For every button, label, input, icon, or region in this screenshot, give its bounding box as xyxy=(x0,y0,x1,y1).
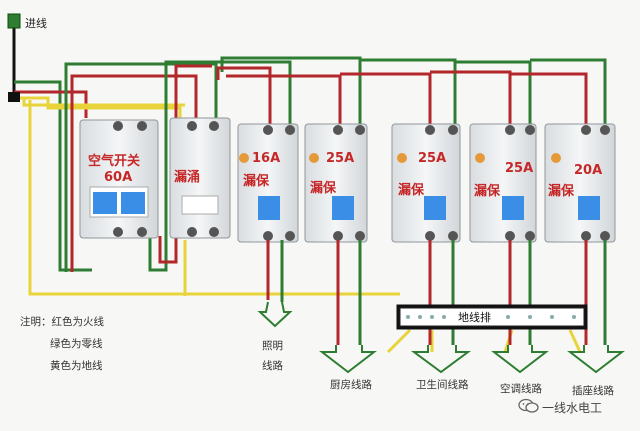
arrow-kitchen xyxy=(319,345,377,374)
brand-name: 一线水电工 xyxy=(542,401,603,415)
breaker-25a-kitchen-rating: 25A xyxy=(326,151,355,166)
circuit-lighting-line2: 线路 xyxy=(262,360,283,372)
note-red: 红色为火线 xyxy=(51,316,105,328)
breaker-16a-rating: 16A xyxy=(252,151,281,166)
breaker-20a-rating: 20A xyxy=(574,163,603,178)
main-breaker-rating: 60A xyxy=(104,170,133,185)
input-label: 进线 xyxy=(25,17,47,30)
circuit-socket: 插座线路 xyxy=(572,385,614,397)
circuit-aircon: 空调线路 xyxy=(500,383,542,395)
circuit-bathroom: 卫生间线路 xyxy=(416,379,469,391)
circuit-kitchen: 厨房线路 xyxy=(330,379,372,391)
ground-bar-label: 地线排 xyxy=(458,311,491,324)
notes-title: 注明： xyxy=(20,316,52,328)
main-breaker-label: 空气开关 xyxy=(88,154,141,169)
breaker-25a-bathroom-rating: 25A xyxy=(418,151,447,166)
breaker-25a-kitchen xyxy=(304,123,368,243)
circuit-lighting-line1: 照明 xyxy=(262,340,283,352)
earth-wires xyxy=(28,100,582,354)
ground-bar xyxy=(396,304,588,330)
breaker-25a-aircon-type: 漏保 xyxy=(474,184,501,199)
arrow-lighting xyxy=(257,301,293,328)
leak-surge-label: 漏涌 xyxy=(174,170,201,185)
output-arrows xyxy=(257,301,625,374)
breaker-main xyxy=(79,119,159,239)
input-wires xyxy=(12,25,185,272)
note-green: 绿色为零线 xyxy=(50,338,103,350)
breaker-leak-surge xyxy=(169,117,231,239)
arrow-socket xyxy=(567,345,625,374)
arrow-bathroom xyxy=(410,345,472,374)
breaker-25a-aircon xyxy=(469,123,537,243)
breaker-16a xyxy=(237,123,299,243)
breaker-25a-aircon-rating: 25A xyxy=(505,161,534,176)
legend-notes: 注明：红色为火线 绿色为零线 黄色为地线 xyxy=(20,311,104,377)
input-terminal xyxy=(7,13,21,102)
wechat-icon xyxy=(518,398,539,413)
breaker-20a-type: 漏保 xyxy=(548,184,575,199)
supply-loops xyxy=(64,56,607,272)
breaker-25a-bathroom-type: 漏保 xyxy=(398,183,425,198)
breaker-25a-kitchen-type: 漏保 xyxy=(310,181,337,196)
note-yellow: 黄色为地线 xyxy=(50,360,103,372)
breaker-20a-socket xyxy=(544,123,616,243)
breaker-16a-type: 漏保 xyxy=(243,174,270,189)
breaker-25a-bathroom xyxy=(391,123,461,243)
arrow-aircon xyxy=(491,345,549,374)
